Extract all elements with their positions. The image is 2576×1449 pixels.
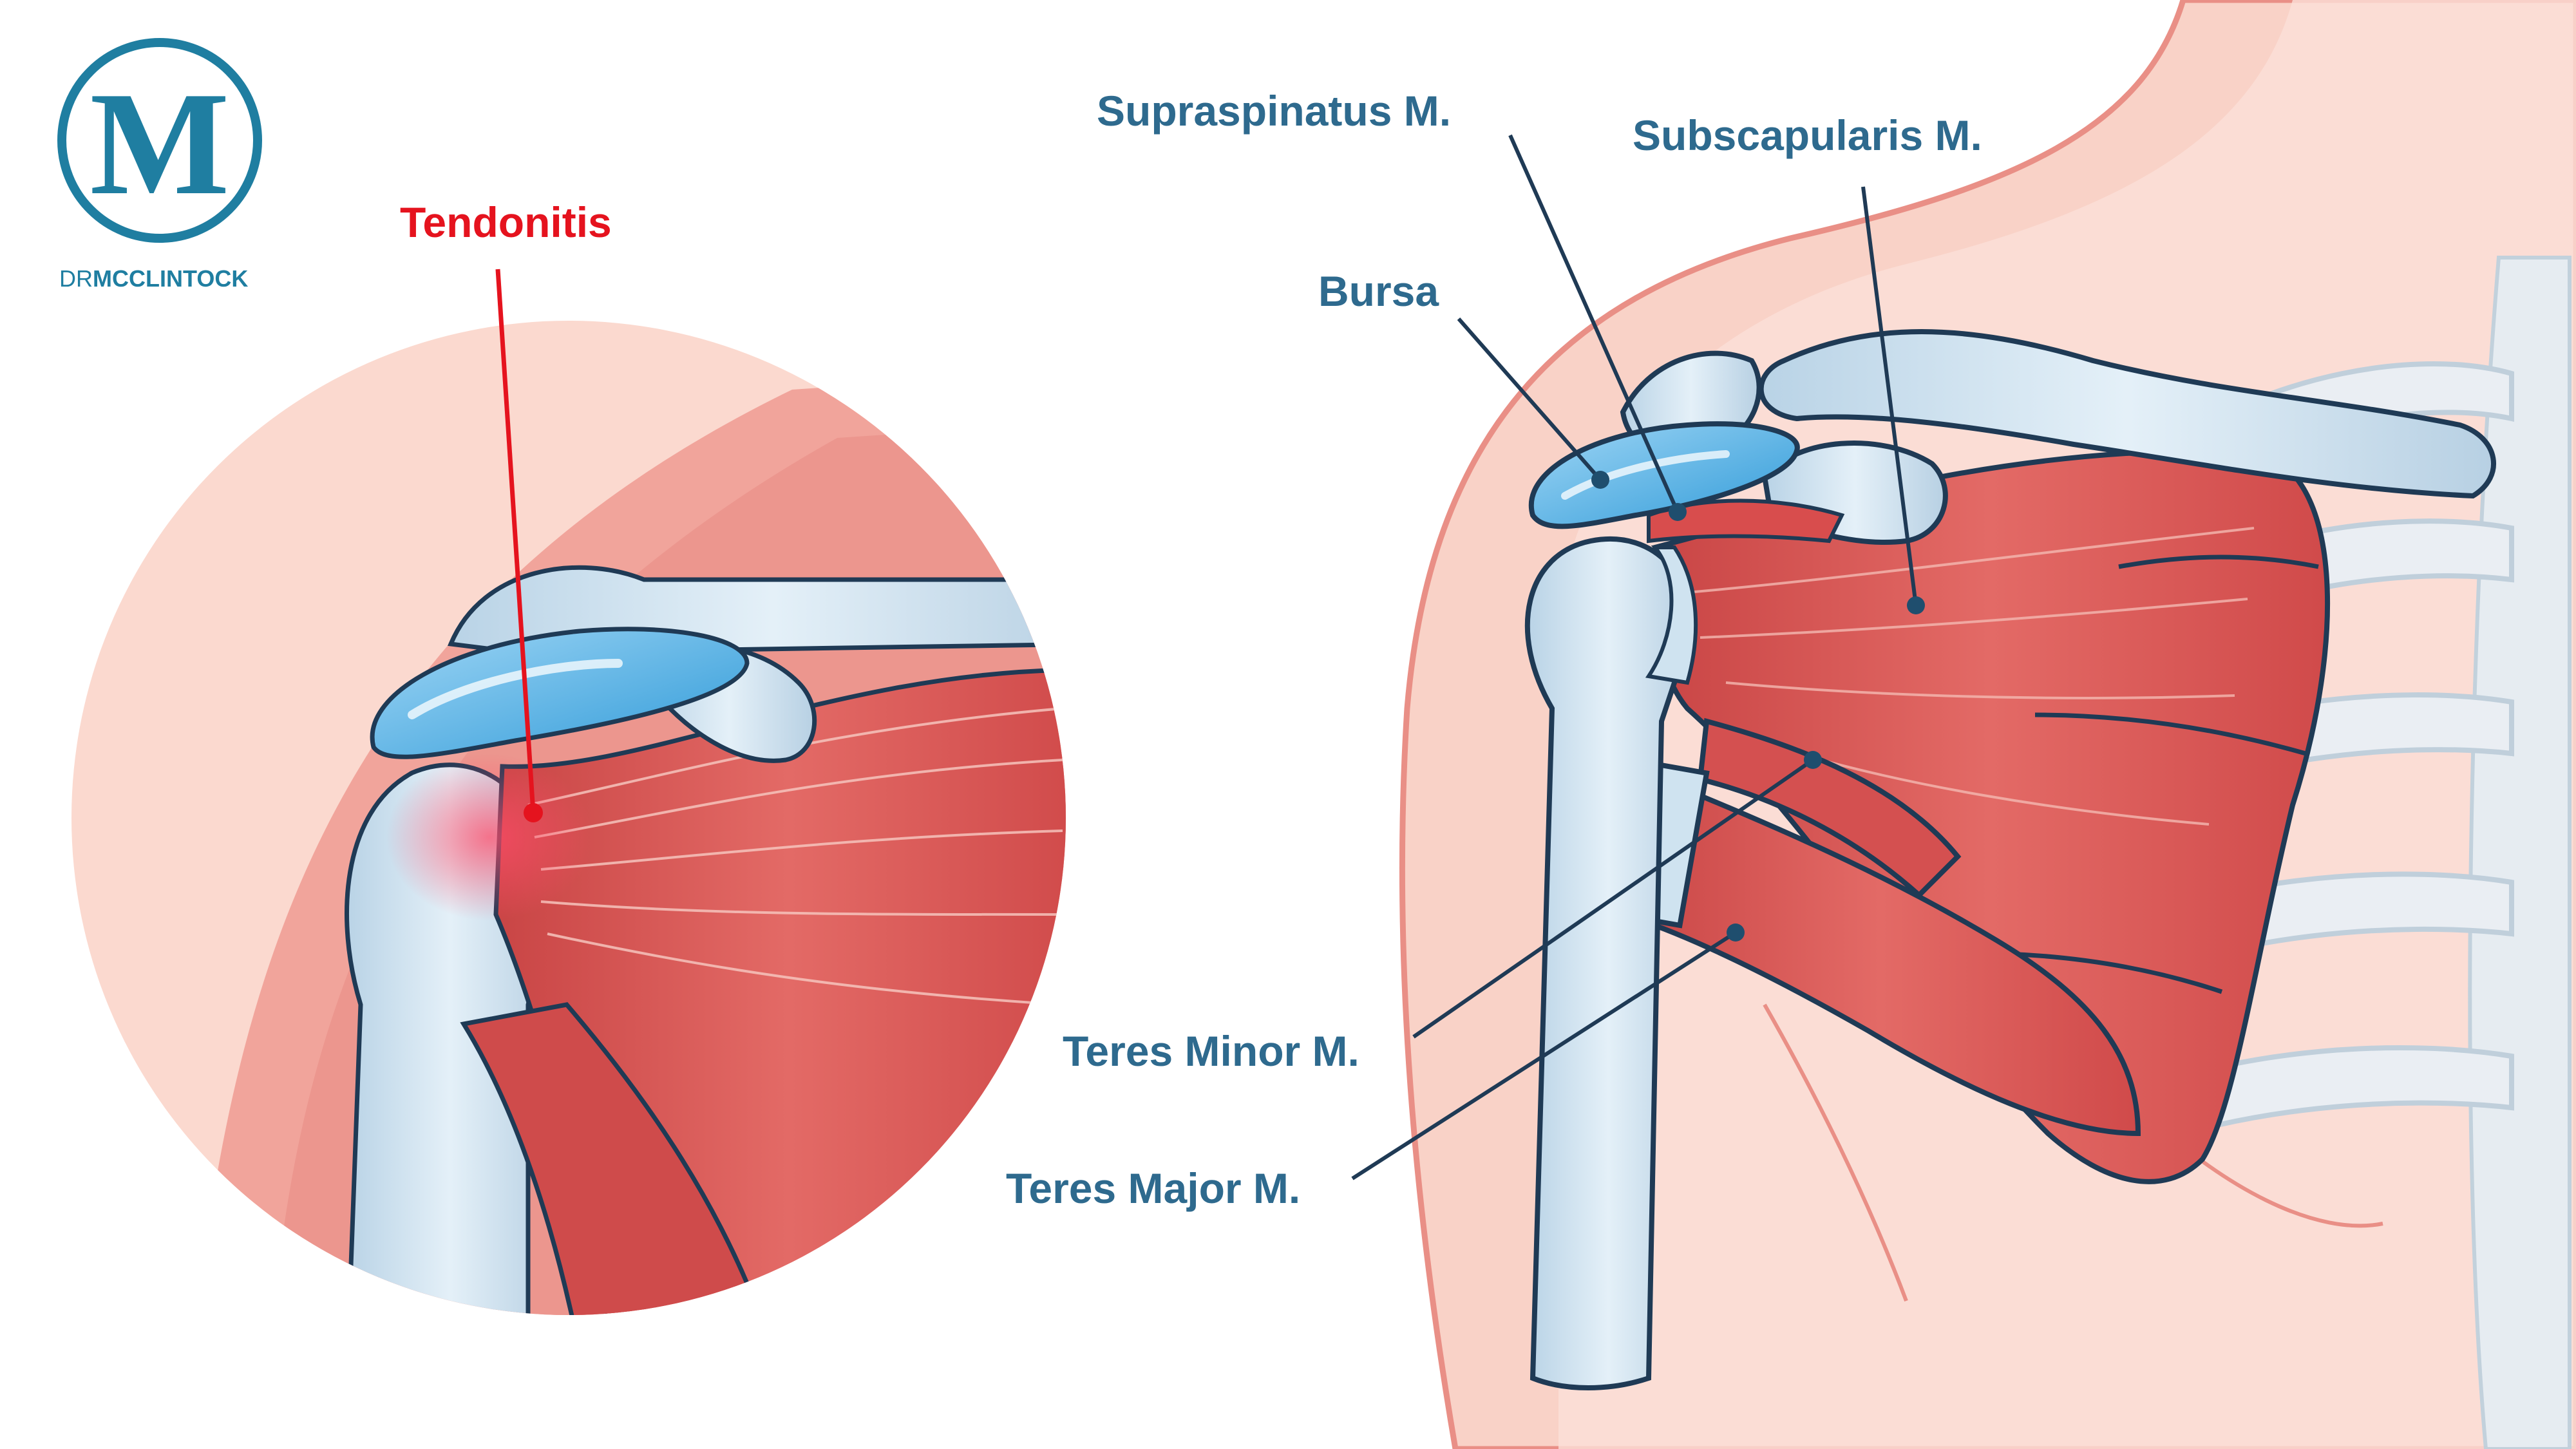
shoulder-full-view — [1399, 0, 2576, 1449]
zoom-teres-muscle — [460, 1002, 776, 1315]
logo-letter: M — [90, 61, 229, 225]
leader-subscapularis — [1861, 186, 1918, 606]
label-teres-major: Teres Major M. — [1006, 1164, 1300, 1212]
zoom-inflammation-area — [386, 753, 592, 921]
tendonitis-leader-line — [495, 269, 536, 813]
tendonitis-callout: Tendonitis — [400, 198, 612, 822]
leader-teres-minor — [1412, 758, 1814, 1039]
zoom-bursa — [370, 627, 750, 759]
humerus — [1524, 536, 1692, 1390]
leader-teres-major — [1351, 931, 1737, 1180]
label-subscapularis: Subscapularis M. — [1633, 111, 1982, 159]
logo-text-name: MCCLINTOCK — [93, 265, 248, 292]
marker-teres-minor — [1804, 751, 1822, 769]
teres-major-muscle — [1620, 762, 2141, 1137]
spine — [2468, 256, 2571, 1449]
label-teres-minor: Teres Minor M. — [1063, 1027, 1359, 1075]
tendonitis-label: Tendonitis — [400, 198, 612, 246]
tendonitis-marker-dot — [524, 803, 543, 822]
back-contour-line — [1763, 1003, 1908, 1302]
marker-bursa — [1591, 471, 1609, 489]
marker-teres-major — [1727, 923, 1745, 942]
bursa — [1528, 421, 1800, 529]
marker-subscapularis — [1907, 596, 1925, 614]
anatomy-labels: Supraspinatus M. Subscapularis M. Bursa … — [1006, 87, 1982, 1212]
leader-supraspinatus — [1508, 134, 1680, 513]
logo-text-prefix: DR — [59, 265, 93, 292]
label-supraspinatus: Supraspinatus M. — [1097, 87, 1451, 135]
logo: M DR MCCLINTOCK — [57, 38, 262, 292]
logo-ring — [57, 38, 262, 243]
teres-minor-muscle — [1697, 717, 1962, 899]
leader-bursa — [1457, 317, 1602, 481]
clavicle — [1758, 329, 2496, 499]
marker-supraspinatus — [1669, 503, 1687, 521]
label-bursa: Bursa — [1318, 267, 1439, 315]
